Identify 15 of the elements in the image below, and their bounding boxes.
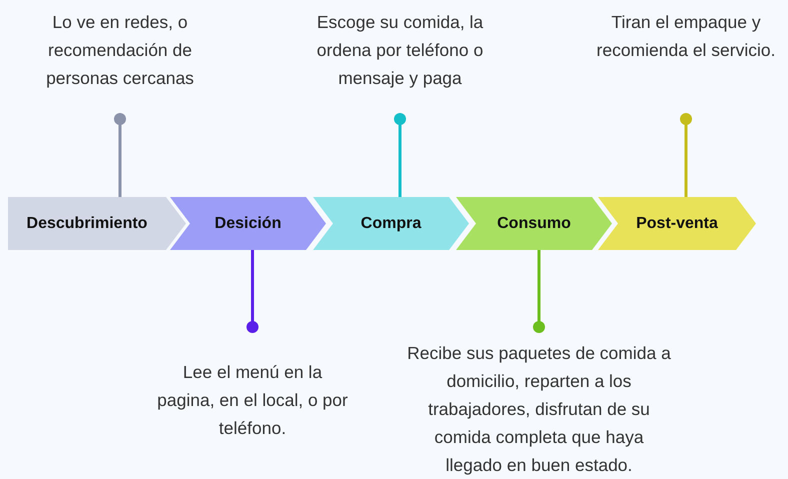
leader-line: [533, 250, 545, 333]
stage-description: Tiran el empaque y recomienda el servicio.: [596, 11, 776, 62]
step-label: Desición: [214, 214, 282, 232]
step-label: Compra: [360, 214, 422, 232]
leader-line: [246, 250, 258, 333]
stage-description: Recibe sus paquetes de comida a domicilio, reparten a los trabajadores, disfrutan de su comida completa que haya llegado en buen estado.: [406, 342, 672, 477]
stage-description: Escoge su comida, la ordena por teléfono o mensaje y paga: [316, 11, 484, 90]
step-label: Descubrimiento: [26, 214, 148, 232]
leader-line: [680, 113, 692, 197]
leader-line: [394, 113, 406, 197]
step-label: Consumo: [497, 214, 571, 232]
leader-line: [114, 113, 126, 197]
stage-description: Lee el menú en la pagina, en el local, o por teléfono.: [156, 361, 349, 440]
step-label: Post-venta: [636, 214, 718, 232]
stage-description: Lo ve en redes, o recomendación de personas cercanas: [45, 11, 195, 90]
